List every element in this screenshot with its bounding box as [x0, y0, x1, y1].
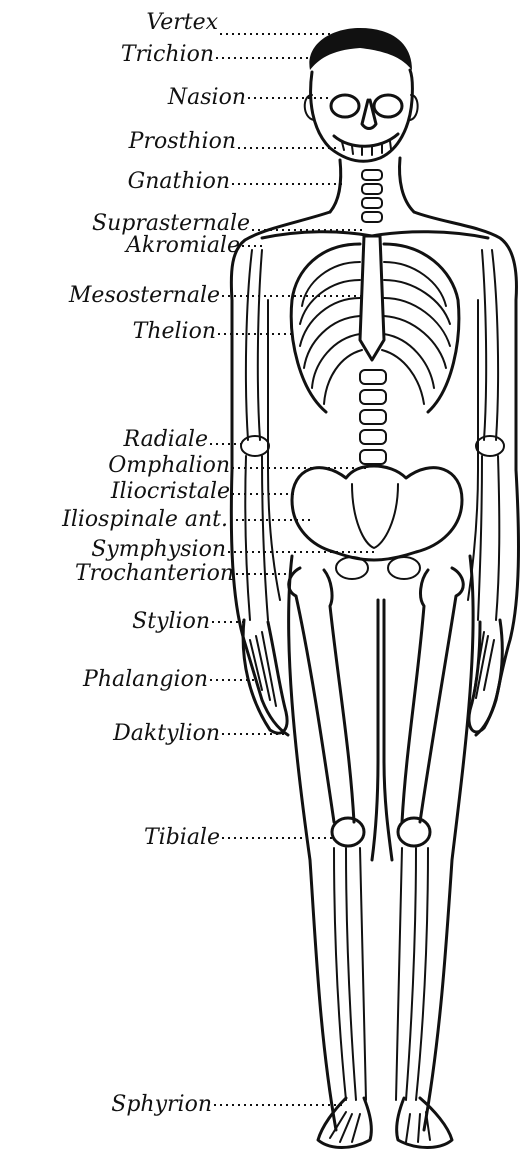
sacrum: [352, 484, 398, 548]
leg-outline-outer-left: [289, 556, 336, 1130]
right-humerus: [482, 250, 498, 440]
label-daktylion: Daktylion: [112, 721, 220, 746]
label-gnathion: Gnathion: [128, 169, 230, 194]
label-stylion: Stylion: [132, 609, 210, 634]
sternum: [360, 236, 384, 360]
cervical-spine: [362, 170, 382, 222]
left-obturator: [336, 557, 368, 579]
left-elbow: [241, 436, 269, 456]
label-phalangion: Phalangion: [82, 667, 208, 692]
hair: [309, 28, 412, 70]
label-radiale: Radiale: [123, 427, 208, 452]
left-patella: [332, 818, 364, 846]
label-omphalion: Omphalion: [108, 453, 230, 478]
right-femur: [402, 568, 463, 822]
left-tibia-fibula: [334, 848, 366, 1100]
left-orbit: [331, 95, 359, 117]
left-foot: [318, 1098, 371, 1148]
skeleton-figure: [231, 28, 518, 1148]
label-trichion: Trichion: [121, 42, 214, 67]
label-thelion: Thelion: [133, 319, 216, 344]
left-humerus: [246, 250, 262, 440]
right-obturator: [388, 557, 420, 579]
inner-arm-left: [268, 300, 280, 600]
leg-inner-line: [372, 600, 392, 860]
right-foot-bones: [406, 1112, 430, 1142]
landmark-labels: Vertex Trichion Nasion Prosthion Gnathio…: [61, 10, 250, 1117]
label-symphysion: Symphysion: [91, 537, 226, 562]
rib-cage: [291, 244, 459, 412]
label-prosthion: Prosthion: [128, 129, 236, 154]
label-iliospinale-ant: Iliospinale ant.: [61, 507, 228, 532]
neck-outline-right: [400, 158, 414, 212]
label-trochanterion: Trochanterion: [75, 561, 234, 586]
right-tibia-fibula: [396, 848, 428, 1100]
right-elbow: [476, 436, 504, 456]
label-iliocristale: Iliocristale: [110, 479, 230, 504]
neck-outline-left: [330, 160, 341, 212]
label-nasion: Nasion: [167, 85, 246, 110]
label-akromiale: Akromiale: [124, 233, 240, 258]
label-sphyrion: Sphyrion: [111, 1092, 212, 1117]
label-mesosternale: Mesosternale: [68, 283, 220, 308]
right-forearm: [478, 456, 499, 620]
label-tibiale: Tibiale: [144, 825, 220, 850]
left-femur: [289, 568, 354, 822]
left-forearm: [245, 456, 268, 620]
right-patella: [398, 818, 430, 846]
right-orbit: [374, 95, 402, 117]
lumbar-spine: [360, 370, 386, 464]
label-vertex: Vertex: [146, 10, 218, 35]
